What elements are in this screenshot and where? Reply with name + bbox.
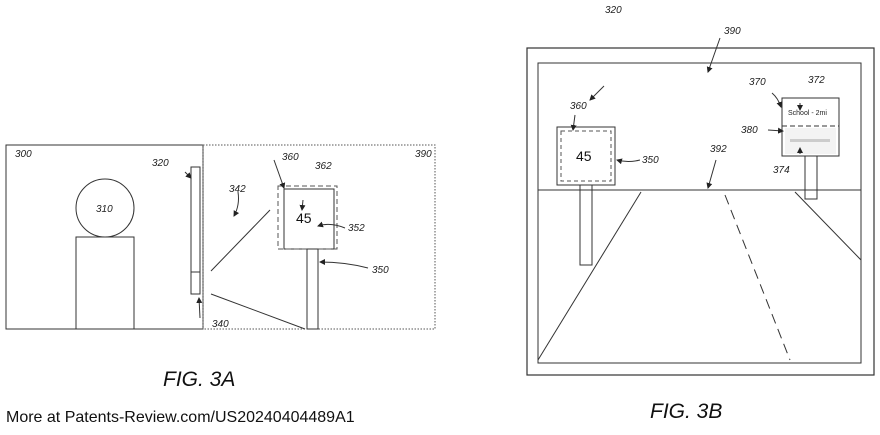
label-320: 320 [605,5,622,16]
label-352: 352 [348,223,365,234]
label-380: 380 [741,125,758,136]
label-362: 362 [315,161,332,172]
label-390: 390 [724,26,741,37]
label-342: 342 [229,184,246,195]
speed-sign-value: 45 [296,210,312,226]
lane-marking [725,195,790,360]
faded-sign-text [790,139,830,142]
label-350: 350 [642,155,659,166]
speed-sign-post [580,185,592,265]
speed-sign-value: 45 [576,148,592,164]
source-footer: More at Patents-Review.com/US20240404489… [6,408,355,427]
road-edge-left [211,210,270,271]
label-390: 390 [415,149,432,160]
road-edge-right [795,192,861,260]
road-edge-left [538,192,641,360]
label-320: 320 [152,158,169,169]
school-sign-post [805,156,817,199]
windshield-display [191,167,200,294]
school-sign-text: School - 2mi [788,110,827,117]
caption-fig-3b: FIG. 3B [650,400,722,424]
caption-fig-3a: FIG. 3A [163,368,235,392]
display-outer-frame [527,48,874,375]
label-350: 350 [372,265,389,276]
label-360: 360 [570,101,587,112]
field-of-view-frame [203,145,435,329]
label-310: 310 [96,204,113,215]
label-300: 300 [15,149,32,160]
fig-3a: 45 300 310 320 340 342 360 362 390 352 3… [6,145,435,330]
label-374: 374 [773,165,790,176]
sign-post [307,249,318,329]
label-340: 340 [212,319,229,330]
label-370: 370 [749,77,766,88]
fig-3b: 45 School - 2mi 320 390 360 350 370 372 … [527,5,874,375]
label-360: 360 [282,152,299,163]
label-372: 372 [808,75,825,86]
occupant-body [76,237,134,329]
label-392: 392 [710,144,727,155]
